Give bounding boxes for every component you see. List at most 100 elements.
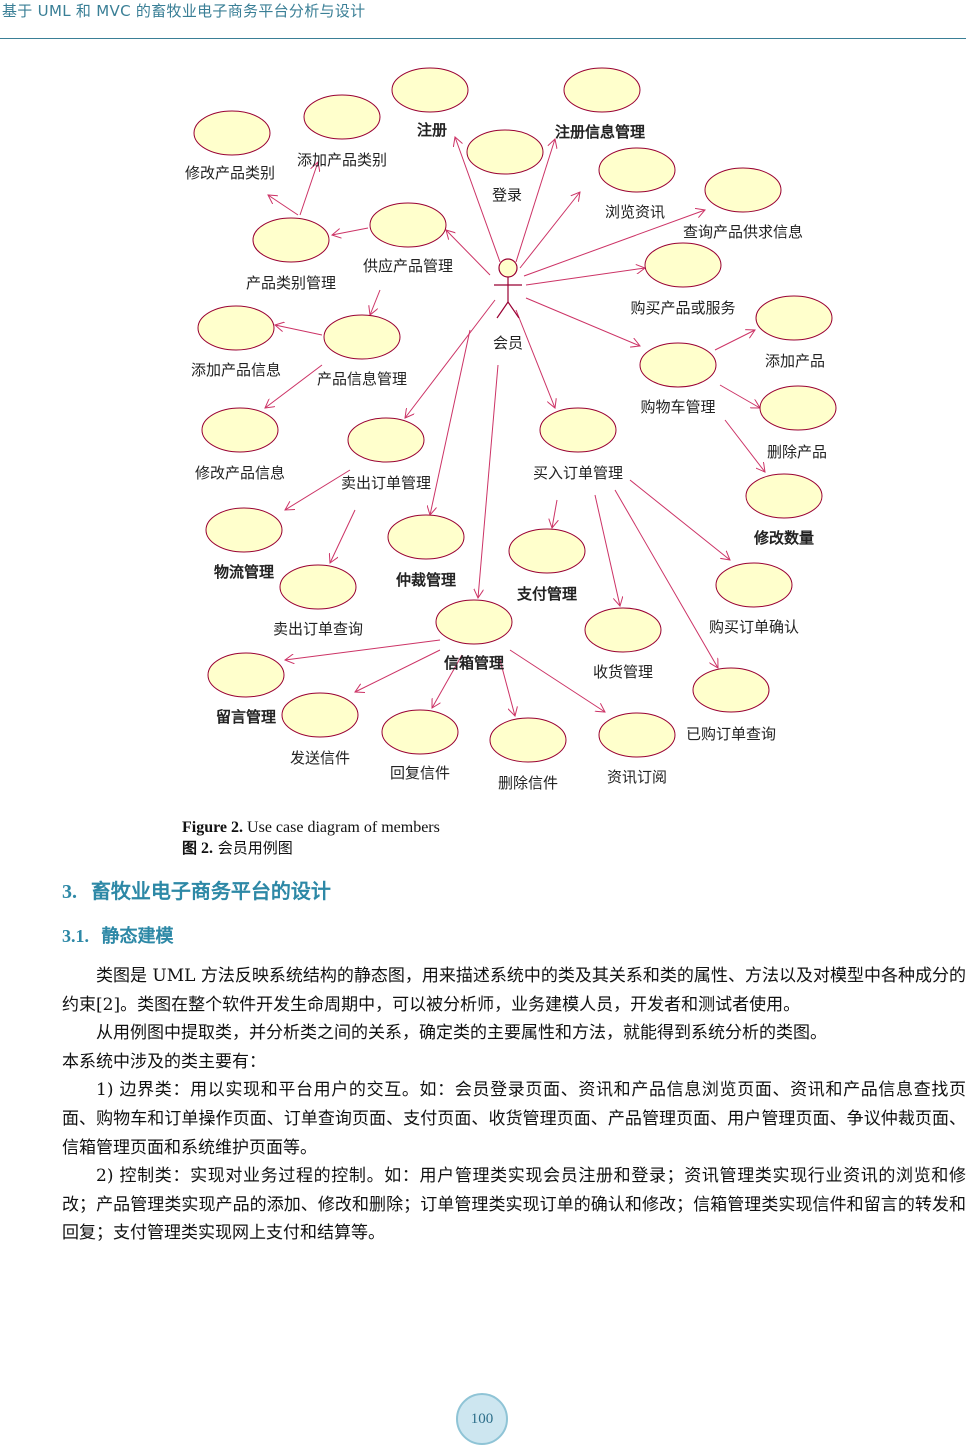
use-case-ellipse: [563, 67, 641, 113]
use-case-label: 收货管理: [593, 663, 653, 681]
use-case-ellipses: [193, 67, 837, 763]
association-arrow: [499, 659, 515, 716]
paragraph: 类图是 UML 方法反映系统结构的静态图，用来描述系统中的类及其关系和类的属性、…: [62, 966, 966, 1015]
use-case-label: 注册信息管理: [555, 123, 645, 141]
use-case-ellipse: [704, 167, 782, 213]
use-case-ellipse: [193, 110, 271, 156]
association-arrow: [525, 268, 645, 286]
paragraph: 本系统中涉及的类主要有：: [62, 1051, 266, 1072]
use-case-label: 回复信件: [390, 764, 450, 782]
use-case-ellipse: [759, 385, 837, 431]
association-arrow: [268, 195, 299, 216]
caption-cn: 图 2. 会员用例图: [182, 838, 440, 859]
use-case-label: 注册: [417, 121, 447, 139]
subsection-title: 静态建模: [101, 926, 174, 947]
use-case-label: 供应产品管理: [363, 257, 453, 275]
association-arrow: [724, 419, 765, 472]
use-case-ellipse: [639, 342, 717, 388]
header-divider: [0, 38, 966, 39]
use-case-ellipse: [279, 564, 357, 610]
use-case-ellipse: [435, 599, 513, 645]
use-case-ellipse: [369, 202, 447, 248]
section-heading: 3. 畜牧业电子商务平台的设计: [62, 875, 331, 904]
use-case-label: 卖出订单管理: [341, 474, 431, 492]
association-arrow: [299, 162, 318, 216]
use-case-label: 产品类别管理: [246, 274, 336, 292]
use-case-ellipse: [323, 314, 401, 360]
association-arrow: [285, 639, 441, 660]
use-case-label: 浏览资讯: [605, 203, 665, 221]
use-case-ellipse: [197, 305, 275, 351]
caption-en-label: Figure 2.: [182, 819, 244, 836]
use-case-ellipse: [205, 507, 283, 553]
use-case-ellipse: [387, 514, 465, 560]
use-case-label: 信箱管理: [444, 654, 504, 672]
page-number: 100: [456, 1393, 508, 1445]
use-case-ellipse: [598, 147, 676, 193]
use-case-label: 产品信息管理: [317, 370, 407, 388]
use-case-label: 修改产品类别: [185, 164, 275, 182]
use-case-label: 发送信件: [290, 749, 350, 767]
use-case-label: 留言管理: [216, 708, 276, 726]
actor-label: 会员: [493, 334, 523, 352]
paragraph: 1) 边界类：用以实现和平台用户的交互。如：会员登录页面、资讯和产品信息浏览页面…: [62, 1080, 966, 1158]
association-arrow: [370, 289, 381, 315]
association-arrow: [714, 330, 755, 351]
association-arrow: [455, 137, 501, 263]
association-arrow: [432, 654, 463, 708]
use-case-label: 资讯订阅: [607, 768, 667, 786]
association-arrow: [430, 329, 471, 515]
use-case-ellipse: [692, 667, 770, 713]
use-case-ellipse: [466, 129, 544, 175]
use-case-label: 修改产品信息: [195, 464, 285, 482]
use-case-label: 修改数量: [753, 529, 814, 547]
paragraph: 从用例图中提取类，并分析类之间的关系，确定类的主要属性和方法，就能得到系统分析的…: [96, 1023, 827, 1044]
association-arrow: [285, 469, 351, 510]
use-case-ellipse: [207, 652, 285, 698]
use-case-ellipse: [508, 528, 586, 574]
body-text: 类图是 UML 方法反映系统结构的静态图，用来描述系统中的类及其关系和类的属性、…: [62, 962, 966, 1248]
association-arrow: [614, 489, 718, 668]
use-case-label: 添加产品: [765, 352, 825, 370]
use-case-label: 购物车管理: [640, 398, 715, 416]
association-arrow: [719, 384, 760, 408]
figure-caption: Figure 2. Use case diagram of members 图 …: [182, 817, 440, 859]
use-case-label: 添加产品类别: [297, 151, 387, 169]
use-case-label: 删除产品: [767, 443, 827, 461]
use-case-ellipse: [584, 607, 662, 653]
use-case-ellipse: [391, 67, 469, 113]
use-case-label: 仲裁管理: [396, 571, 456, 589]
subsection-heading: 3.1. 静态建模: [62, 922, 174, 948]
association-lines: [265, 137, 765, 716]
use-case-ellipse: [539, 407, 617, 453]
use-case-ellipse: [281, 692, 359, 738]
use-case-ellipse: [303, 94, 381, 140]
association-arrow: [355, 649, 441, 692]
use-case-ellipse: [745, 473, 823, 519]
association-arrow: [594, 494, 620, 606]
use-case-ellipse: [715, 562, 793, 608]
section-number: 3.: [62, 881, 77, 903]
association-arrow: [275, 325, 323, 336]
association-arrow: [523, 210, 705, 277]
use-case-ellipse: [201, 407, 279, 453]
actor-head-icon: [498, 258, 518, 278]
section-title: 畜牧业电子商务平台的设计: [90, 879, 331, 903]
caption-en: Figure 2. Use case diagram of members: [182, 817, 440, 838]
use-case-label: 已购订单查询: [686, 725, 776, 743]
association-arrow: [265, 364, 323, 408]
use-case-ellipse: [252, 217, 330, 263]
caption-cn-num: 2.: [197, 840, 214, 857]
association-arrow: [509, 649, 605, 712]
caption-cn-label: 图: [182, 839, 198, 857]
actor-member: [494, 258, 522, 319]
association-arrow: [478, 364, 499, 598]
association-arrow: [330, 509, 356, 563]
use-case-ellipse: [347, 417, 425, 463]
use-case-label: 登录: [492, 186, 522, 204]
association-arrow: [515, 309, 555, 408]
caption-en-text: Use case diagram of members: [243, 819, 440, 836]
association-arrow: [552, 499, 557, 528]
association-arrow: [525, 297, 640, 346]
association-arrow: [519, 192, 580, 269]
